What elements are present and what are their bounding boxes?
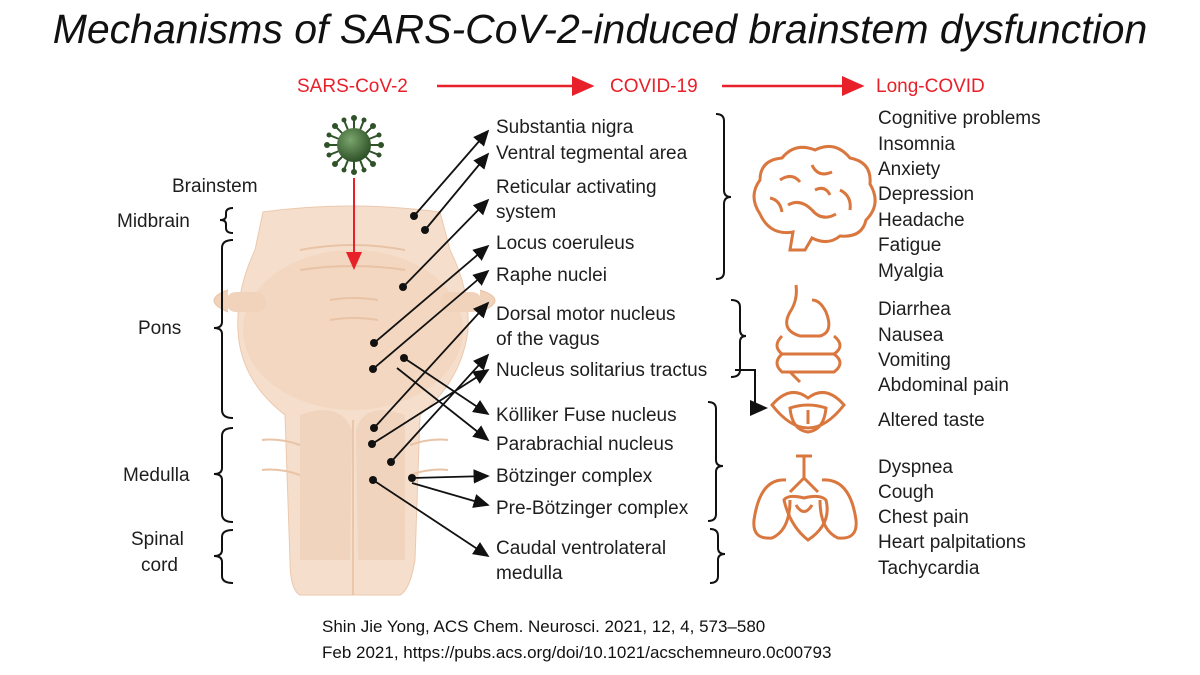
symptom-label: Nausea bbox=[878, 325, 944, 346]
symptom-label: Diarrhea bbox=[878, 299, 951, 320]
region-pons: Pons bbox=[138, 318, 182, 339]
nucleus-label: Reticular activating bbox=[496, 177, 657, 198]
symptom-label: Cognitive problems bbox=[878, 108, 1041, 129]
group-brackets bbox=[707, 113, 768, 584]
citation-line-2: Feb 2021, https://pubs.acs.org/doi/10.10… bbox=[322, 643, 832, 662]
nucleus-label: Caudal ventrolateral bbox=[496, 538, 667, 559]
symptom-label: Anxiety bbox=[878, 159, 941, 180]
symptom-label: Abdominal pain bbox=[878, 375, 1009, 396]
nucleus-label: Substantia nigra bbox=[496, 117, 634, 138]
lungs-heart-icon bbox=[752, 454, 858, 542]
citation-line-1: Shin Jie Yong, ACS Chem. Neurosci. 2021,… bbox=[322, 617, 766, 636]
nucleus-label: Dorsal motor nucleus bbox=[496, 304, 676, 325]
nucleus-label: Ventral tegmental area bbox=[496, 143, 688, 164]
symptom-label: Cough bbox=[878, 482, 934, 503]
nucleus-label: Kölliker Fuse nucleus bbox=[496, 405, 677, 426]
symptom-label: Fatigue bbox=[878, 235, 942, 256]
nucleus-label: Nucleus solitarius tractus bbox=[496, 360, 708, 381]
region-cord: cord bbox=[141, 555, 178, 576]
nucleus-label: medulla bbox=[496, 563, 563, 584]
symptom-label: Depression bbox=[878, 184, 975, 205]
region-medulla: Medulla bbox=[123, 465, 190, 486]
symptom-label: Altered taste bbox=[878, 410, 985, 431]
region-spinal: Spinal bbox=[131, 529, 184, 550]
brainstem-illustration bbox=[213, 178, 496, 596]
symptom-label: Heart palpitations bbox=[878, 532, 1026, 553]
flow-covid-19: COVID-19 bbox=[610, 76, 698, 97]
nucleus-dots bbox=[368, 212, 429, 484]
symptom-label: Headache bbox=[878, 210, 965, 231]
flow-long-covid: Long-COVID bbox=[876, 76, 985, 97]
mouth-tongue-icon bbox=[770, 390, 846, 434]
symptom-label: Dyspnea bbox=[878, 457, 953, 478]
nucleus-label: Pre-Bötzinger complex bbox=[496, 498, 689, 519]
slide-title: Mechanisms of SARS-CoV-2-induced brainst… bbox=[52, 6, 1148, 52]
nucleus-label: of the vagus bbox=[496, 329, 600, 350]
brain-icon bbox=[752, 144, 877, 252]
nucleus-label: Locus coeruleus bbox=[496, 233, 635, 254]
stomach-intestine-icon bbox=[775, 284, 842, 384]
symptom-label: Myalgia bbox=[878, 261, 944, 282]
nucleus-label: Bötzinger complex bbox=[496, 466, 653, 487]
region-brackets bbox=[213, 207, 234, 584]
nucleus-label: Parabrachial nucleus bbox=[496, 434, 674, 455]
virus-icon bbox=[324, 115, 384, 175]
nucleus-label: Raphe nuclei bbox=[496, 265, 607, 286]
symptom-label: Vomiting bbox=[878, 350, 951, 371]
symptom-label: Chest pain bbox=[878, 507, 969, 528]
flow-sars-cov-2: SARS-CoV-2 bbox=[297, 76, 408, 97]
symptom-label: Tachycardia bbox=[878, 558, 980, 579]
brainstem-heading: Brainstem bbox=[172, 176, 258, 197]
nucleus-connectors bbox=[371, 129, 490, 557]
region-midbrain: Midbrain bbox=[117, 211, 190, 232]
symptom-label: Insomnia bbox=[878, 134, 956, 155]
citation: Shin Jie Yong, ACS Chem. Neurosci. 2021,… bbox=[322, 614, 831, 666]
nucleus-label: system bbox=[496, 202, 557, 223]
